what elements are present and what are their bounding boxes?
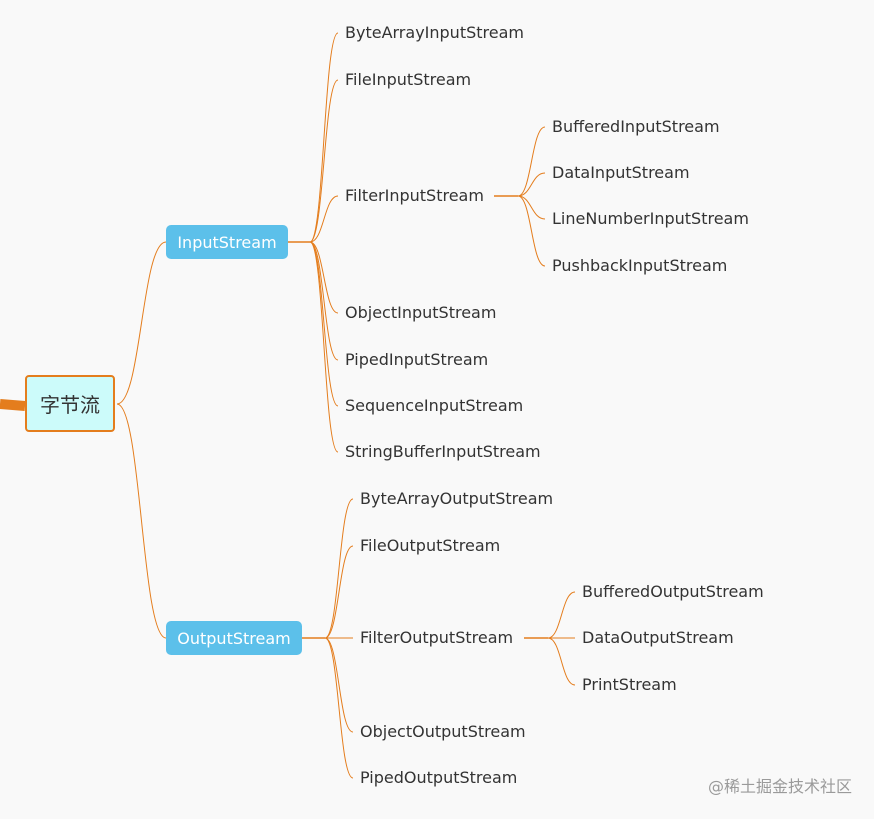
outputstream-node[interactable]: OutputStream (166, 621, 302, 655)
link-inputstream-child-1 (309, 79, 339, 243)
link-root-outputstream (116, 403, 167, 639)
link-filterinputstream-child-1 (517, 172, 546, 197)
node-sequenceinputstream[interactable]: SequenceInputStream (345, 396, 524, 415)
link-inputstream-child-2 (309, 195, 339, 243)
node-fileinputstream[interactable]: FileInputStream (345, 70, 472, 89)
link-root-inputstream (116, 241, 167, 405)
node-pipedinputstream[interactable]: PipedInputStream (345, 350, 489, 369)
node-filterinputstream[interactable]: FilterInputStream (345, 186, 484, 205)
link-inputstream-child-0 (309, 32, 339, 243)
node-printstream[interactable]: PrintStream (582, 675, 677, 694)
node-bytearrayinputstream[interactable]: ByteArrayInputStream (345, 23, 524, 42)
node-bufferedinputstream[interactable]: BufferedInputStream (552, 117, 720, 136)
inputstream-label: InputStream (177, 232, 277, 252)
node-objectoutputstream[interactable]: ObjectOutputStream (360, 722, 526, 741)
node-objectinputstream[interactable]: ObjectInputStream (345, 303, 497, 322)
node-fileoutputstream[interactable]: FileOutputStream (360, 536, 501, 555)
link-filterinputstream-child-0 (517, 126, 546, 197)
node-pushbackinputstream[interactable]: PushbackInputStream (552, 256, 728, 275)
link-outputstream-child-3 (324, 637, 354, 733)
node-filteroutputstream[interactable]: FilterOutputStream (360, 628, 514, 647)
link-outputstream-child-1 (324, 545, 354, 639)
link-filteroutputstream-child-0 (547, 591, 576, 639)
link-outputstream-child-0 (324, 498, 354, 639)
node-stringbufferinputstream[interactable]: StringBufferInputStream (345, 442, 541, 461)
link-inputstream-child-5 (309, 241, 339, 407)
node-datainputstream[interactable]: DataInputStream (552, 163, 690, 182)
node-dataoutputstream[interactable]: DataOutputStream (582, 628, 734, 647)
root-node[interactable]: 字节流 (25, 375, 115, 432)
link-outputstream-child-4 (324, 637, 354, 779)
link-inputstream-child-3 (309, 241, 339, 314)
inputstream-node[interactable]: InputStream (166, 225, 288, 259)
outputstream-label: OutputStream (177, 628, 291, 648)
node-bufferedoutputstream[interactable]: BufferedOutputStream (582, 582, 764, 601)
link-filteroutputstream-child-2 (547, 637, 576, 686)
node-bytearrayoutputstream[interactable]: ByteArrayOutputStream (360, 489, 554, 508)
root-label: 字节流 (40, 393, 100, 417)
link-inputstream-child-6 (309, 241, 339, 453)
link-filterinputstream-child-3 (517, 195, 546, 267)
link-filterinputstream-child-2 (517, 195, 546, 220)
watermark-text: @稀土掘金技术社区 (707, 777, 852, 796)
node-pipedoutputstream[interactable]: PipedOutputStream (360, 768, 518, 787)
root-incoming-stub (0, 399, 26, 411)
node-linenumberinputstream[interactable]: LineNumberInputStream (552, 209, 749, 228)
